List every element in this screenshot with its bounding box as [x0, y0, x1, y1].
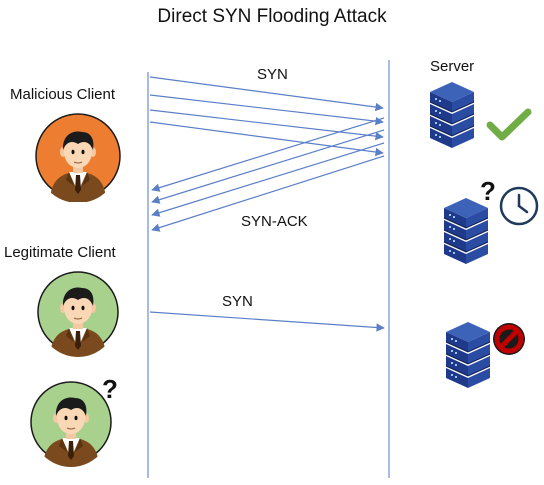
question-mark-icon: ?: [102, 374, 118, 404]
checkmark-icon: [486, 108, 532, 141]
syn-arrow: [149, 109, 384, 141]
clock-icon: [499, 186, 539, 226]
syn-arrow: [149, 121, 384, 157]
server-ok-icon: [429, 81, 475, 149]
block-icon: [493, 323, 525, 355]
waiting-client-avatar: [30, 381, 112, 467]
server-blocked-icon: [445, 321, 491, 389]
question-mark-icon: ?: [480, 176, 496, 206]
syn-ack-arrow: [151, 142, 385, 217]
syn-ack-label: SYN-ACK: [241, 213, 308, 230]
server-wait-icon: [443, 197, 489, 265]
legit-syn-arrow: [149, 311, 385, 332]
syn-arrow: [149, 76, 384, 112]
syn-ack-arrow: [151, 129, 385, 204]
syn-label-top: SYN: [257, 66, 288, 83]
syn-ack-arrow: [151, 155, 385, 232]
server-label: Server: [430, 58, 475, 75]
malicious-client-avatar: [35, 113, 121, 203]
syn-ack-arrows: [151, 117, 385, 232]
syn-ack-arrow: [151, 117, 385, 192]
syn-arrows: [149, 76, 384, 157]
syn-label-bottom: SYN: [222, 293, 253, 310]
legitimate-client-avatar: [37, 271, 119, 357]
malicious-client-label: Malicious Client: [10, 86, 116, 103]
syn-arrow: [149, 94, 384, 126]
legitimate-client-label: Legitimate Client: [4, 244, 116, 261]
diagram-title: Direct SYN Flooding Attack: [157, 6, 387, 27]
